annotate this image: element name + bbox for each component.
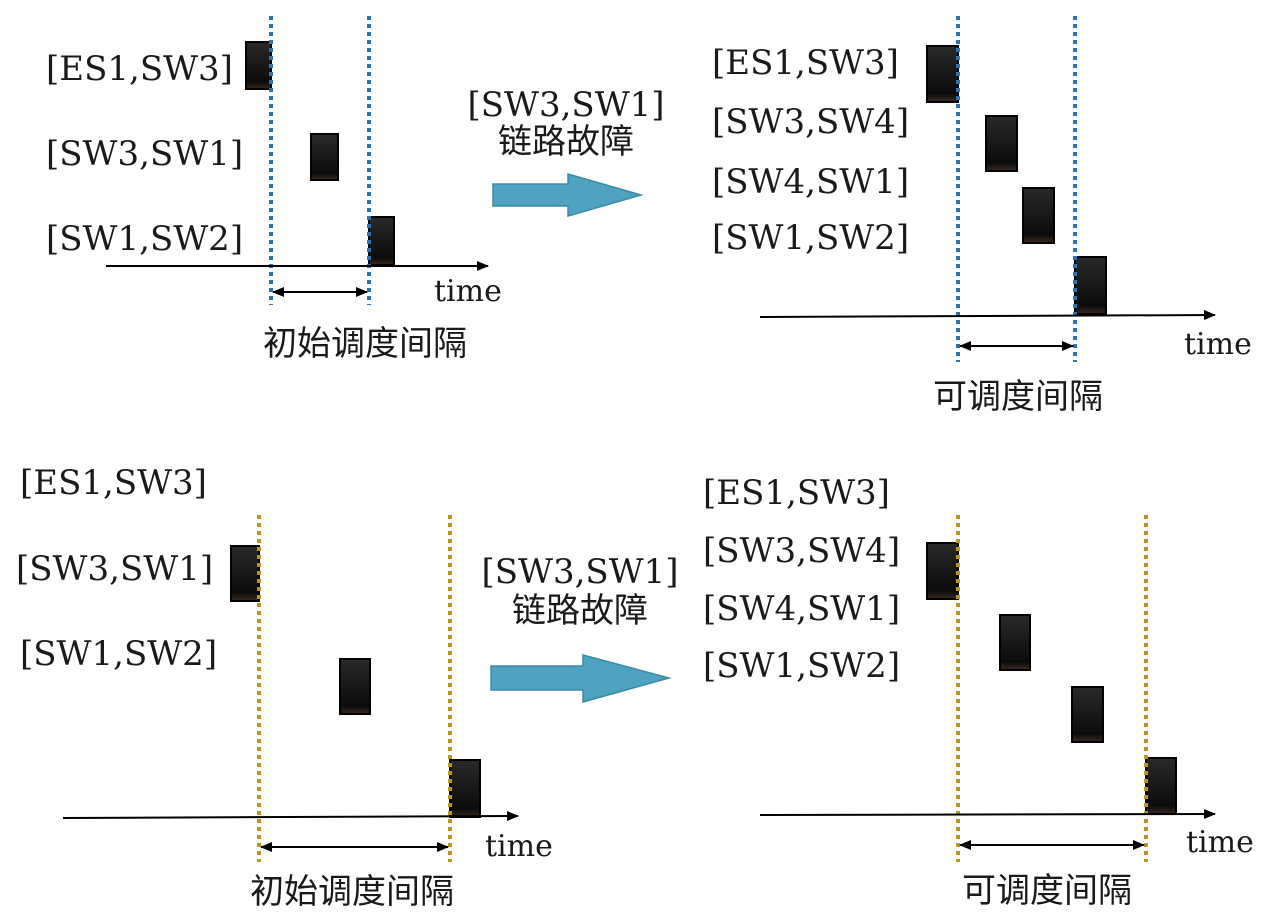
row-label: [ES1,SW3] [20,463,207,503]
link-failure-label: 链路故障 [498,122,634,162]
frame-block [999,614,1031,671]
frame-block [368,216,395,266]
frame-block [310,133,339,181]
row-label: [SW3,SW1] [16,549,213,589]
frame-block [985,115,1018,172]
row-label: [SW1,SW2] [703,646,900,686]
frame-block [1145,757,1177,815]
frame-block [926,542,959,600]
interval-caption: 初始调度间隔 [263,324,467,364]
row-label: [SW3,SW4] [703,531,900,571]
time-axis [62,811,519,822]
row-label: [ES1,SW3] [46,49,233,89]
transition-top: [SW3,SW1] 链路故障 [467,85,665,217]
transition-bottom: [SW3,SW1] 链路故障 [481,552,679,703]
frame-block [230,545,260,602]
panel-top-left: [ES1,SW3] [SW3,SW1] [SW1,SW2] time 初始调度间… [46,16,502,364]
row-label: [SW3,SW1] [46,134,243,174]
row-label: [SW1,SW2] [46,219,243,259]
frame-block [926,45,959,103]
frame-block [339,658,371,715]
frame-block [449,759,481,818]
panel-bottom-right: [ES1,SW3] [SW3,SW4] [SW4,SW1] [SW1,SW2] … [703,473,1254,911]
failed-link-label: [SW3,SW1] [481,552,678,592]
row-label: [SW1,SW2] [20,634,217,674]
interval-caption: 可调度间隔 [933,377,1103,417]
time-axis-label: time [1186,825,1254,860]
frame-block [1071,686,1104,743]
transition-arrow [492,173,644,217]
time-axis-label: time [1184,327,1252,362]
failed-link-label: [SW3,SW1] [467,85,664,125]
time-axis [759,809,1216,820]
interval-caption: 可调度间隔 [962,871,1132,911]
link-failure-label: 链路故障 [512,591,648,631]
frame-block [1074,256,1107,315]
frame-block [245,41,272,90]
panel-bottom-left: [ES1,SW3] [SW3,SW1] [SW1,SW2] time 初始调度间… [16,463,553,912]
frame-block [1022,187,1055,244]
row-label: [ES1,SW3] [712,43,899,83]
interval-caption: 初始调度间隔 [250,872,454,912]
row-label: [SW4,SW1] [712,162,909,202]
time-axis-label: time [434,274,502,309]
row-label: [ES1,SW3] [703,473,890,513]
time-axis [759,310,1216,321]
panel-top-right: [ES1,SW3] [SW3,SW4] [SW4,SW1] [SW1,SW2] … [712,16,1252,417]
transition-arrow [490,654,672,703]
time-axis-label: time [485,829,553,864]
row-label: [SW3,SW4] [712,102,909,142]
row-label: [SW4,SW1] [703,589,900,629]
row-label: [SW1,SW2] [712,218,909,258]
